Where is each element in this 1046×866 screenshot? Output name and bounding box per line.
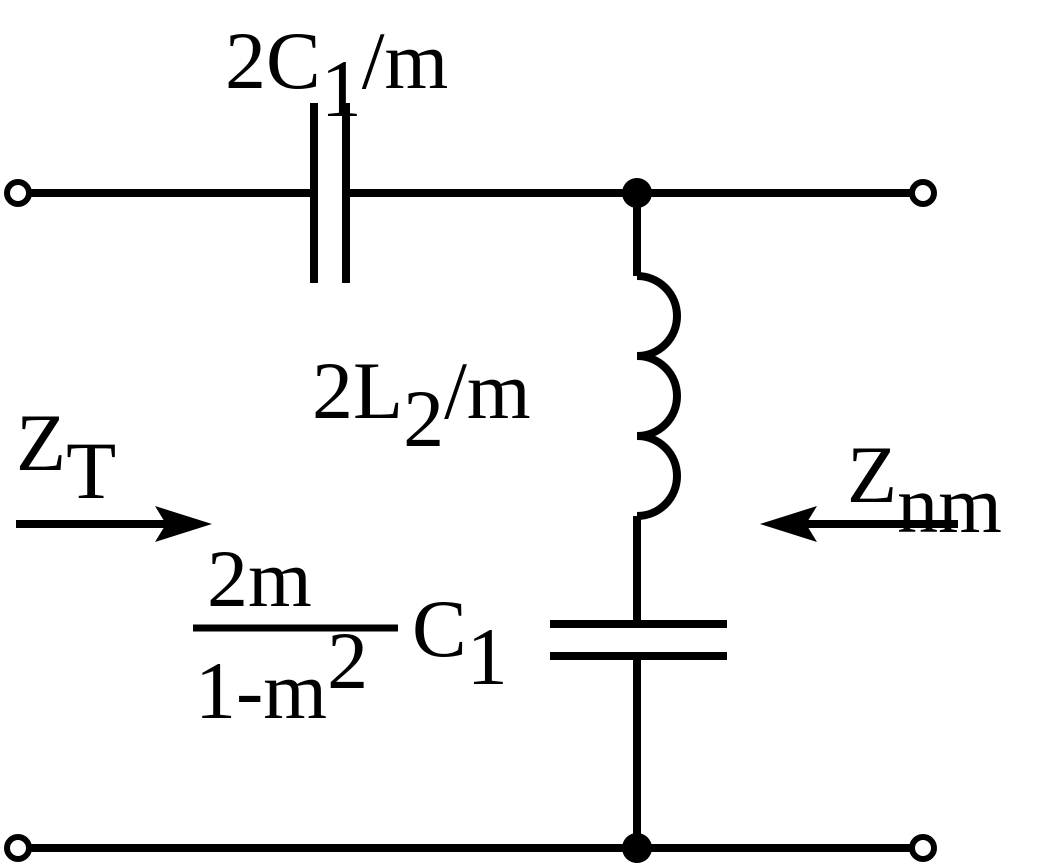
terminal-top-right (909, 179, 937, 207)
shunt-capacitor-denominator-base: 1-m (195, 645, 328, 736)
series-capacitor-label: 2C1/m (225, 20, 448, 130)
junction-dot-top (622, 178, 652, 208)
terminal-bottom-right (909, 834, 937, 862)
shunt-inductor-label-subscript: 2 (403, 373, 445, 464)
series-capacitor-label-subscript: 1 (320, 43, 362, 134)
series-capacitor-label-suffix: /m (361, 15, 449, 106)
impedance-right-label: Znm (847, 434, 1002, 546)
shunt-inductor-label-suffix: /m (444, 345, 531, 436)
shunt-capacitor-symbol: C1 (412, 588, 508, 698)
impedance-left-symbol: Z (16, 397, 67, 488)
terminal-top-left (4, 179, 32, 207)
arrow-right-head (760, 506, 817, 542)
shunt-inductor-label-main: 2L (312, 345, 404, 436)
impedance-left-label: ZT (16, 402, 116, 512)
shunt-capacitor-numerator: 2m (207, 533, 312, 624)
impedance-right-subscript: nm (897, 459, 1002, 550)
series-capacitor-label-main: 2C (225, 15, 321, 106)
junction-dot-bottom (622, 833, 652, 863)
impedance-left-subscript: T (66, 425, 117, 516)
shunt-inductor-label: 2L2/m (312, 350, 531, 460)
shunt-capacitor-symbol-subscript: 1 (466, 611, 508, 702)
arrow-left-head (155, 506, 212, 542)
shunt-capacitor-symbol-main: C (412, 583, 467, 674)
impedance-right-symbol: Z (847, 429, 898, 520)
shunt-capacitor-denominator: 1-m2 (195, 620, 368, 732)
shunt-capacitor-denominator-exponent: 2 (327, 615, 369, 706)
terminal-bottom-left (4, 834, 32, 862)
shunt-inductor (636, 272, 681, 520)
